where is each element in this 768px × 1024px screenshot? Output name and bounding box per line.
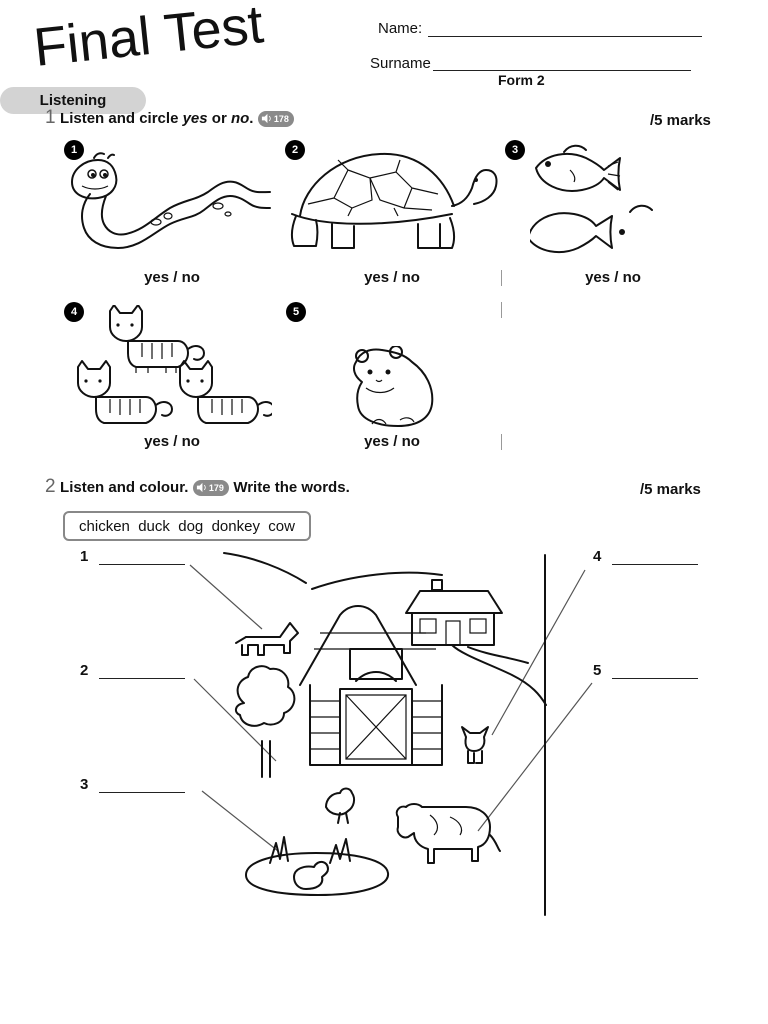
farm-scene-picture — [189, 552, 593, 916]
tortoise-picture — [290, 152, 498, 249]
item-1-badge: 1 — [64, 140, 84, 160]
blank-1-line[interactable] — [99, 564, 185, 565]
blank-2-line[interactable] — [99, 678, 185, 679]
item-3-badge: 3 — [505, 140, 525, 160]
item-4-badge: 4 — [64, 302, 84, 322]
audio-track-178[interactable]: 178 — [257, 110, 294, 127]
speaker-icon — [196, 483, 206, 493]
question-2-number: 2 — [45, 476, 56, 497]
final-test-title: Final Test — [31, 4, 266, 78]
word-bank: chicken duck dog donkey cow — [63, 511, 311, 541]
item-4-answer[interactable]: yes / no — [144, 433, 200, 450]
hamster-picture — [353, 346, 434, 427]
speaker-icon — [261, 114, 271, 124]
item-1-answer[interactable]: yes / no — [144, 269, 200, 286]
form-label: Form 2 — [498, 72, 545, 88]
divider — [501, 434, 502, 450]
blank-4-number: 4 — [593, 548, 602, 565]
question-2-text-b: Write the words. — [233, 479, 350, 496]
section-pill: Listening — [0, 87, 146, 114]
cats-picture — [77, 305, 272, 424]
question-1-text: Listen and circle yes or no. — [60, 110, 254, 127]
title-text: Final Test — [31, 4, 266, 78]
question-1-heading: 1 Listen and circle yes or no. 178 — [45, 107, 294, 129]
surname-field[interactable] — [433, 70, 691, 71]
blank-3-line[interactable] — [99, 792, 185, 793]
blank-3-number: 3 — [80, 776, 89, 793]
blank-1-number: 1 — [80, 548, 89, 565]
question-1-marks: /5 marks — [650, 112, 711, 129]
question-2-text-a: Listen and colour. — [60, 479, 189, 496]
blank-2-number: 2 — [80, 662, 89, 679]
item-3-answer[interactable]: yes / no — [585, 269, 641, 286]
question-1-number: 1 — [45, 107, 56, 128]
item-5-badge: 5 — [286, 302, 306, 322]
question-2-heading: 2 Listen and colour. 179 Write the words… — [45, 476, 350, 498]
question-2-marks: /5 marks — [640, 481, 701, 498]
blank-5-number: 5 — [593, 662, 602, 679]
audio-track-179[interactable]: 179 — [192, 479, 229, 496]
blank-4-line[interactable] — [612, 564, 698, 565]
blank-5-line[interactable] — [612, 678, 698, 679]
fish-picture — [530, 144, 653, 254]
name-field[interactable] — [428, 36, 702, 37]
item-2-badge: 2 — [285, 140, 305, 160]
name-label: Name: — [378, 20, 423, 37]
surname-label: Surname — [370, 55, 431, 72]
divider — [501, 302, 502, 318]
item-2-answer[interactable]: yes / no — [364, 269, 420, 286]
item-5-answer[interactable]: yes / no — [364, 433, 420, 450]
snake-picture — [71, 152, 271, 249]
divider — [501, 270, 502, 286]
